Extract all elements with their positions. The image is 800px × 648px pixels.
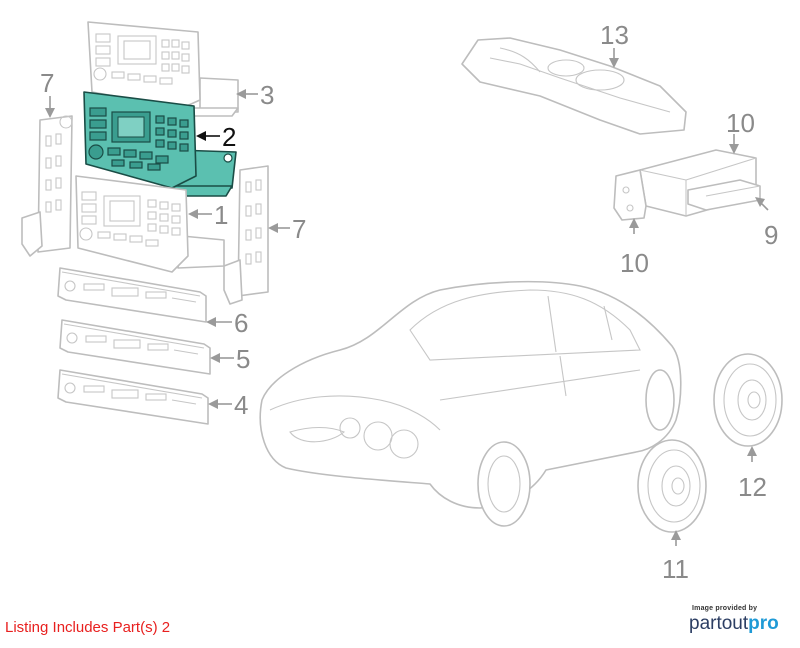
panel-4 xyxy=(57,369,209,425)
panel-6 xyxy=(57,267,207,323)
svg-text:9: 9 xyxy=(764,220,778,250)
svg-text:5: 5 xyxy=(236,344,250,374)
rear-shelf-13 xyxy=(461,37,687,135)
partoutpro-logo: partoutpro xyxy=(689,613,779,635)
image-credit-caption: Image provided by xyxy=(692,605,758,612)
svg-text:10: 10 xyxy=(620,248,649,278)
svg-text:4: 4 xyxy=(234,390,248,420)
svg-text:10: 10 xyxy=(726,108,755,138)
panel-5 xyxy=(59,319,211,375)
bracket-10 xyxy=(613,169,647,221)
svg-text:6: 6 xyxy=(234,308,248,338)
brand-part: partout xyxy=(689,613,749,634)
speaker-11 xyxy=(637,439,707,533)
svg-text:2: 2 xyxy=(222,122,236,152)
svg-text:13: 13 xyxy=(600,20,629,50)
callout-12: 12 xyxy=(738,446,767,502)
listing-includes-text: Listing Includes Part(s) 2 xyxy=(5,619,171,636)
speaker-12 xyxy=(713,353,783,447)
bracket-7-left xyxy=(21,115,73,257)
svg-text:12: 12 xyxy=(738,472,767,502)
bracket-7-right xyxy=(223,165,269,305)
svg-text:3: 3 xyxy=(260,80,274,110)
svg-text:1: 1 xyxy=(214,200,228,230)
callout-4: 4 xyxy=(208,390,248,420)
car-illustration xyxy=(259,280,682,527)
callout-1: 1 xyxy=(188,200,228,230)
svg-text:7: 7 xyxy=(292,214,306,244)
radio-unit-2-highlighted xyxy=(83,91,237,197)
callout-7-left: 7 xyxy=(40,68,55,118)
callout-7-right: 7 xyxy=(268,214,306,244)
callout-3: 3 xyxy=(236,80,274,110)
callout-6: 6 xyxy=(206,308,248,338)
callout-11: 11 xyxy=(662,530,689,584)
callout-13: 13 xyxy=(600,20,629,68)
callout-10: 10 xyxy=(620,218,649,278)
brand-accent: pro xyxy=(748,613,779,634)
svg-text:11: 11 xyxy=(662,554,689,584)
radio-unit-1 xyxy=(75,175,225,273)
callout-9: 9 xyxy=(755,197,778,250)
callout-8: 10 xyxy=(726,108,755,154)
callout-2: 2 xyxy=(196,122,236,152)
callout-5: 5 xyxy=(210,344,250,374)
svg-text:7: 7 xyxy=(40,68,54,98)
